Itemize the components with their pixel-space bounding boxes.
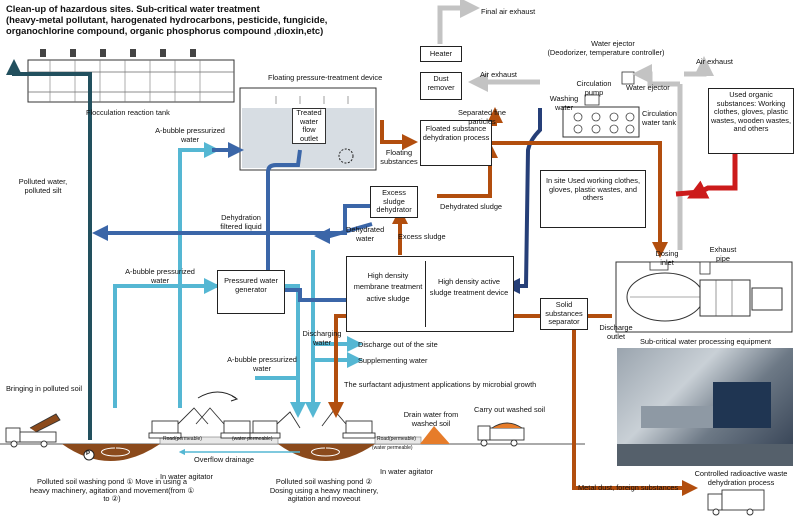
photo-floor: [617, 444, 793, 466]
surfactant-label: The surfactant adjustment applications b…: [344, 380, 537, 389]
discharge-out-label: Discharge out of the site: [358, 340, 438, 349]
pond-2-label: Polluted soil washing pond ② Dosing usin…: [269, 477, 379, 504]
dust-remover-box: Dust remover: [420, 72, 462, 100]
air-exhaust-label-1: Air exhaust: [480, 70, 517, 79]
subcritical-reactor: [615, 261, 793, 333]
pond-1-label: Polluted soil washing pond ① Move in usi…: [29, 477, 195, 504]
dehydration-filtered-label: Dehydration filtered liquid: [220, 213, 262, 231]
diagram-title: Clean-up of hazardous sites. Sub-critica…: [6, 3, 327, 36]
water-ejector-2-label: Water ejector: [626, 83, 670, 92]
road-1-sub-label: (water permeable): [232, 436, 273, 442]
washing-water-label: Washing water: [549, 94, 579, 112]
washing-ponds: [0, 391, 585, 461]
subcritical-label: Sub-critical water processing equipment: [640, 337, 772, 346]
road-2-label: Road(permeable): [377, 436, 416, 442]
dosing-inlet-label: Dosing inlet: [655, 249, 679, 267]
solid-separator-box: Solid substances separator: [540, 298, 588, 330]
floating-substances-label: Floating substances: [380, 148, 418, 166]
hd-treatment-box: [346, 256, 514, 332]
trucks: [5, 413, 765, 516]
excess-sludge-box: Excess sludge dehydrator: [370, 186, 418, 218]
hd-divider: [425, 261, 426, 327]
exhaust-pipe-label: Exhaust pipe: [709, 245, 737, 263]
a-bubble-label-1: A-bubble pressurized water: [155, 126, 225, 144]
p-marker: P: [86, 451, 91, 457]
a-bubble-label-2: A-bubble pressurized water: [125, 267, 195, 285]
equipment-photo: [617, 348, 793, 466]
a-bubble-label-3: A-bubble pressurized water: [227, 355, 297, 373]
flocculation-label: Flocculation reaction tank: [86, 108, 170, 117]
road-1-label: Road(permeable): [163, 436, 202, 442]
dehydrated-sludge-label: Dehydrated sludge: [440, 202, 503, 211]
excavators: [148, 407, 376, 439]
agitator-1-label: In water agitator: [160, 472, 213, 481]
metal-dust-label: Metal dust, foreign substances: [578, 483, 679, 492]
title-line-3: organochlorine compound, organic phospho…: [6, 25, 324, 36]
heater-box: Heater: [420, 46, 462, 62]
hd-membrane-label: High density membrane treatment active s…: [353, 271, 423, 303]
floating-device-label: Floating pressure-treatment device: [268, 73, 383, 82]
overflow-label: Overflow drainage: [194, 455, 254, 464]
circulation-tank: [562, 71, 640, 138]
title-line-1: Clean-up of hazardous sites. Sub-critica…: [6, 3, 260, 14]
air-exhaust-label-2: Air exhaust: [696, 57, 733, 66]
radioactive-label: Controlled radioactive waste dehydration…: [694, 469, 788, 487]
pressured-gen-box: Pressured water generator: [217, 270, 285, 314]
polluted-water-label: Polluted water, polluted silt: [18, 177, 68, 195]
water-ejector-title: Water ejector: [591, 39, 635, 48]
in-site-box: In site Used working clothes, gloves, pl…: [540, 170, 646, 228]
excess-sludge-label: Excess sludge: [398, 232, 446, 241]
circulation-tank-label: Circulation water tank: [642, 109, 677, 127]
hd-active-label: High density active sludge treatment dev…: [429, 277, 509, 298]
discharge-outlet-label: Discharge outlet: [599, 323, 633, 341]
agitator-2-label: In water agitator: [380, 467, 433, 476]
water-ejector-sub: (Deodorizer, temperature controller): [547, 48, 665, 57]
title-line-2: (heavy-metal pollutant, harogenated hydr…: [6, 14, 328, 25]
photo-vessel: [641, 406, 713, 428]
used-organic-box: Used organic substances: Working clothes…: [708, 88, 794, 154]
floated-process-box: Floated substance dehydration process: [420, 120, 492, 166]
bringing-soil-label: Bringing in polluted soil: [6, 384, 83, 393]
carry-out-label: Carry out washed soil: [474, 405, 546, 414]
final-exhaust-label: Final air exhaust: [481, 7, 536, 16]
road-2-sub-label: (water permeable): [372, 445, 413, 451]
circulation-pump-label: Circulation pump: [576, 79, 612, 97]
drain-water-label: Drain water from washed soil: [403, 410, 459, 428]
flocculation-tank: [27, 49, 235, 103]
photo-motor: [713, 382, 771, 428]
dehydrated-water-label: Dehydrated water: [346, 225, 385, 243]
separated-fine-label: Separated fine particles: [457, 108, 507, 126]
supplementing-label: Supplementing water: [358, 356, 428, 365]
treated-water-label: Treated water flow outlet: [292, 108, 326, 145]
discharging-water-label: Discharging water: [302, 329, 342, 347]
